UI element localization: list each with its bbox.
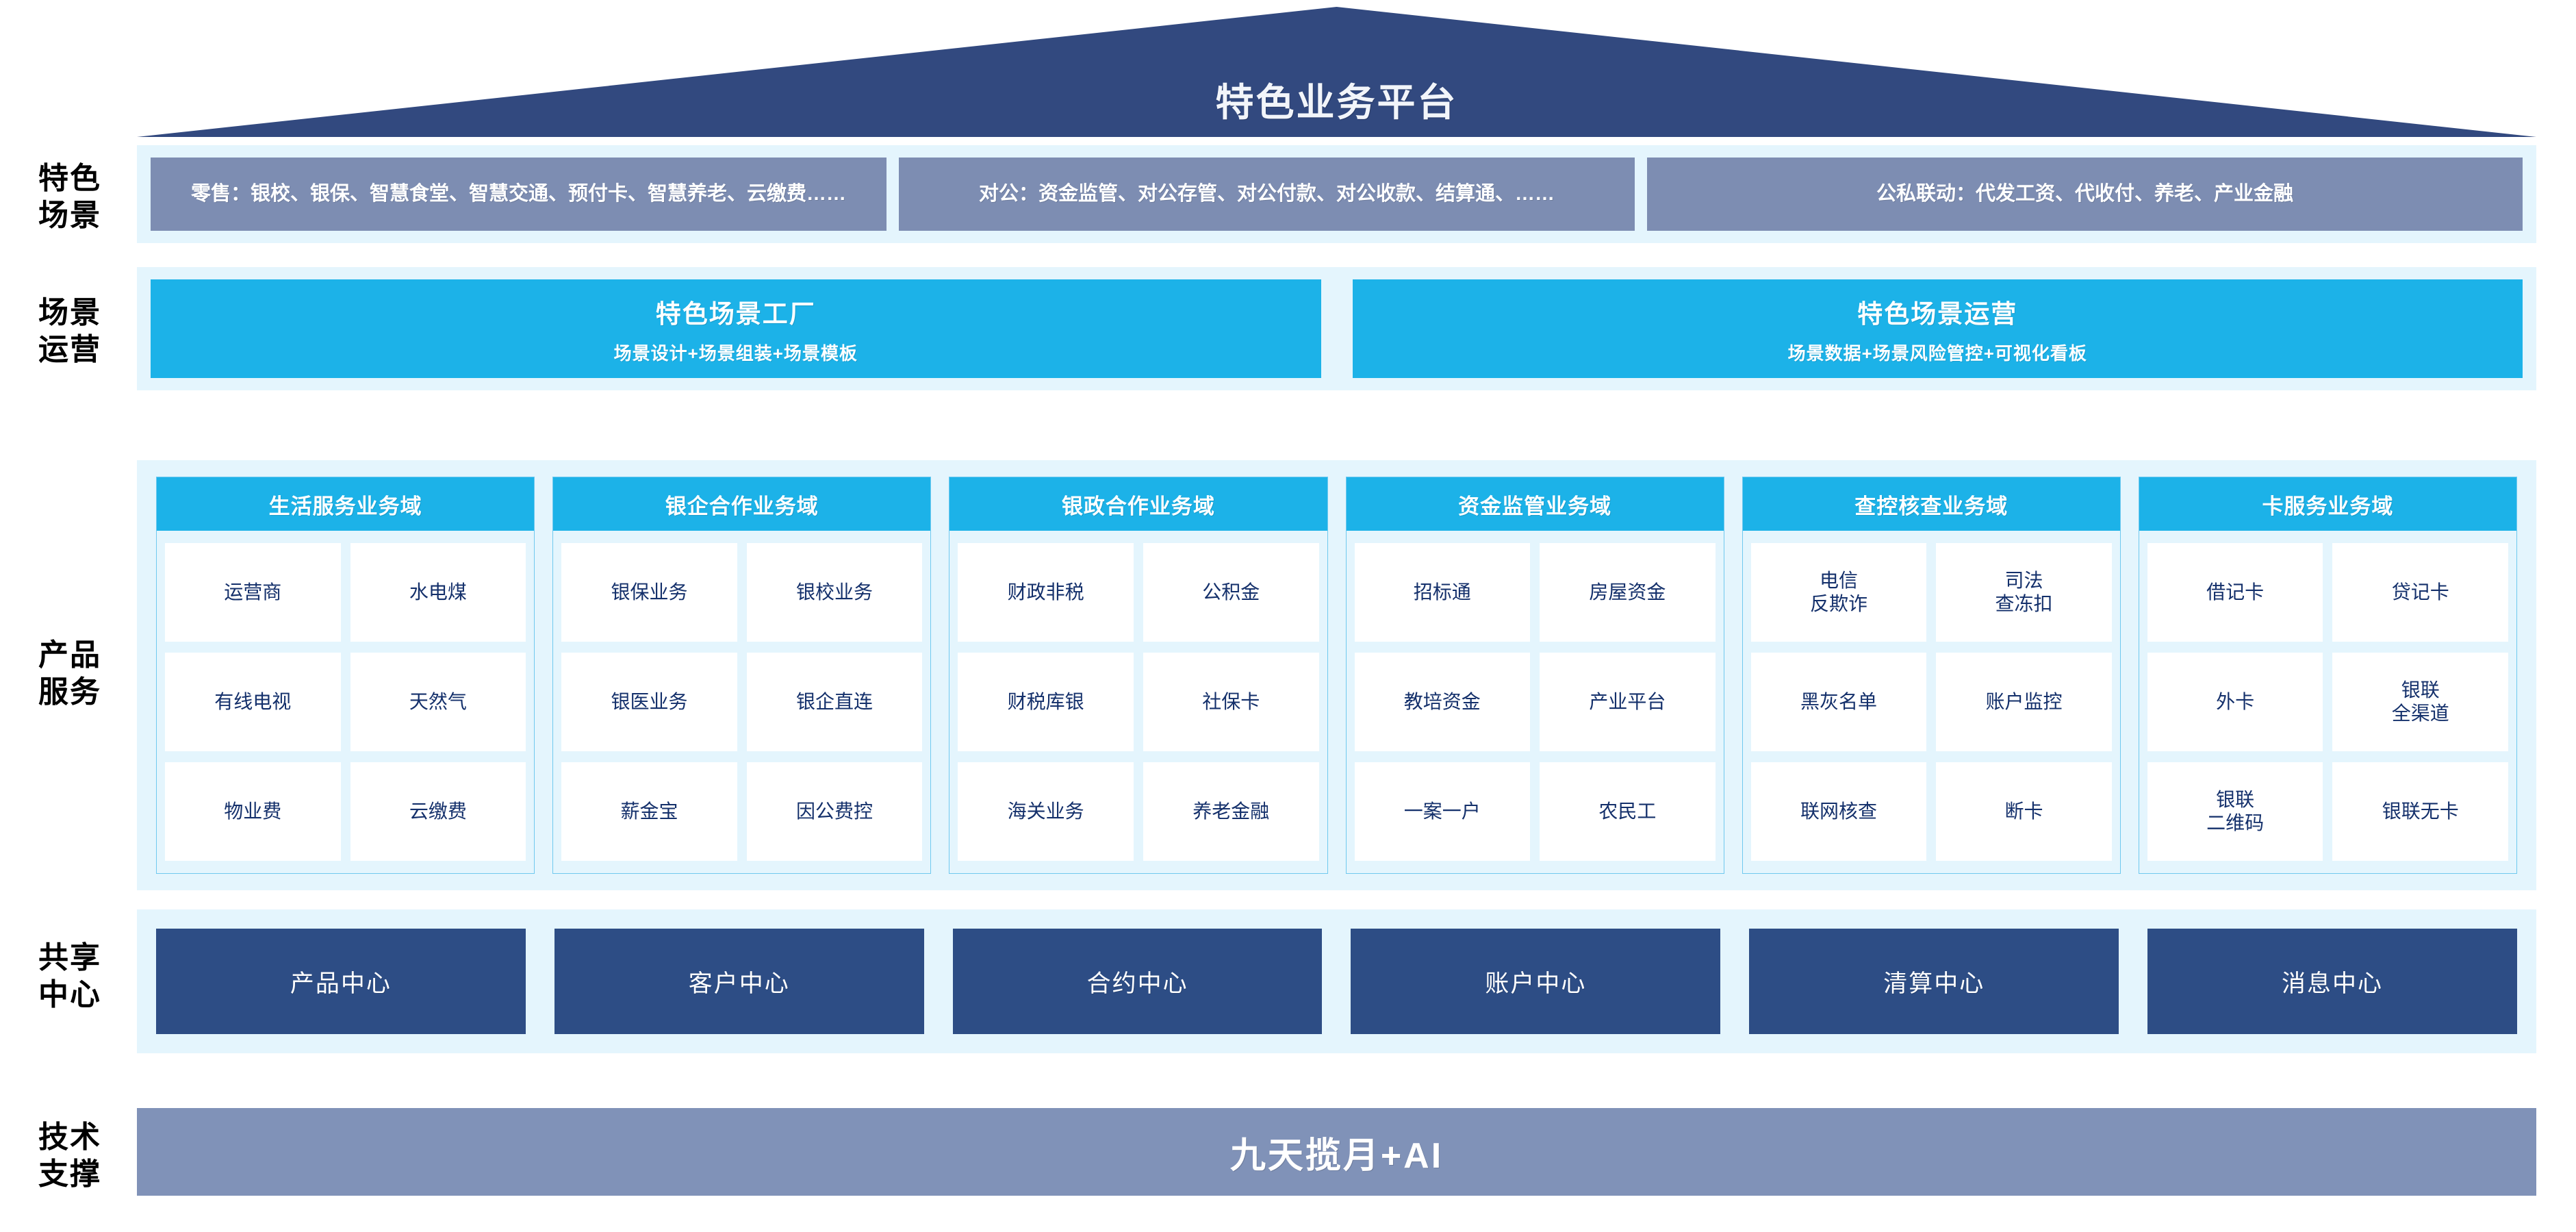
domain-cell-grid: 借记卡贷记卡外卡银联 全渠道银联 二维码银联无卡 (2139, 531, 2516, 873)
shared-center-box[interactable]: 产品中心 (156, 929, 526, 1034)
ops-box-scene-operation[interactable]: 特色场景运营 场景数据+场景风险管控+可视化看板 (1352, 279, 2523, 378)
domain-cell[interactable]: 公积金 (1143, 543, 1319, 642)
domain-cell[interactable]: 教培资金 (1354, 653, 1531, 751)
domain-cell[interactable]: 天然气 (350, 653, 526, 751)
scene-box-linkage[interactable]: 公私联动：代发工资、代收付、养老、产业金融 (1647, 158, 2523, 231)
domain-cell[interactable]: 账户监控 (1936, 653, 2112, 751)
domain-cell[interactable]: 借记卡 (2147, 543, 2323, 642)
domain-cell[interactable]: 养老金融 (1143, 762, 1319, 861)
domain-cell[interactable]: 物业费 (165, 762, 341, 861)
domain-cell[interactable]: 一案一户 (1354, 762, 1531, 861)
domain-cell[interactable]: 水电煤 (350, 543, 526, 642)
domain-cell[interactable]: 银企直连 (746, 653, 923, 751)
domain-cell[interactable]: 断卡 (1936, 762, 2112, 861)
domain-column: 查控核查业务域电信 反欺诈司法 查冻扣黑灰名单账户监控联网核查断卡 (1742, 477, 2121, 874)
domain-cell-grid: 电信 反欺诈司法 查冻扣黑灰名单账户监控联网核查断卡 (1743, 531, 2120, 873)
shared-center-box[interactable]: 清算中心 (1749, 929, 2119, 1034)
shared-center-box[interactable]: 消息中心 (2147, 929, 2517, 1034)
domain-header[interactable]: 生活服务业务域 (157, 477, 535, 531)
domain-cell-grid: 财政非税公积金财税库银社保卡海关业务养老金融 (949, 531, 1327, 873)
domain-cell[interactable]: 房屋资金 (1540, 543, 1716, 642)
shared-center-box[interactable]: 账户中心 (1351, 929, 1721, 1034)
domain-cell[interactable]: 财政非税 (958, 543, 1134, 642)
domain-cell[interactable]: 银保业务 (561, 543, 737, 642)
ops-title: 特色场景运营 (1857, 299, 2018, 328)
row-label-technology: 技术 支撑 (38, 1120, 101, 1191)
domain-header[interactable]: 资金监管业务域 (1346, 477, 1724, 531)
domain-cell[interactable]: 外卡 (2147, 653, 2323, 751)
band-featured-scenes: 零售：银校、银保、智慧食堂、智慧交通、预付卡、智慧养老、云缴费…… 对公：资金监… (137, 145, 2536, 243)
band-technology-support: 九天揽月+AI (137, 1108, 2536, 1196)
domain-cell[interactable]: 有线电视 (165, 653, 341, 751)
domain-header[interactable]: 查控核查业务域 (1742, 477, 2120, 531)
domain-cell[interactable]: 海关业务 (958, 762, 1134, 861)
platform-title: 特色业务平台 (1215, 81, 1458, 124)
domain-cell[interactable]: 司法 查冻扣 (1936, 543, 2112, 642)
domain-column: 银企合作业务域银保业务银校业务银医业务银企直连薪金宝因公费控 (552, 477, 932, 874)
domain-cell[interactable]: 薪金宝 (561, 762, 737, 861)
domain-cell[interactable]: 农民工 (1540, 762, 1716, 861)
ops-box-scene-factory[interactable]: 特色场景工厂 场景设计+场景组装+场景模板 (151, 279, 1321, 378)
domain-cell[interactable]: 联网核查 (1750, 762, 1927, 861)
domain-cell[interactable]: 运营商 (165, 543, 341, 642)
domain-cell[interactable]: 财税库银 (958, 653, 1134, 751)
domain-column: 卡服务业务域借记卡贷记卡外卡银联 全渠道银联 二维码银联无卡 (2138, 477, 2518, 874)
row-label-centers: 共享 中心 (38, 941, 101, 1011)
domain-cell[interactable]: 社保卡 (1143, 653, 1319, 751)
scene-box-corporate[interactable]: 对公：资金监管、对公存管、对公付款、对公收款、结算通、…… (899, 158, 1635, 231)
row-label-scenes: 特色 场景 (38, 162, 101, 232)
domain-cell[interactable]: 招标通 (1354, 543, 1531, 642)
domain-header[interactable]: 银企合作业务域 (553, 477, 931, 531)
domain-column: 生活服务业务域运营商水电煤有线电视天然气物业费云缴费 (156, 477, 535, 874)
ops-subtitle: 场景设计+场景组装+场景模板 (613, 342, 858, 364)
domain-header[interactable]: 卡服务业务域 (2139, 477, 2517, 531)
domain-cell-grid: 运营商水电煤有线电视天然气物业费云缴费 (157, 531, 534, 873)
platform-roof: 特色业务平台 (137, 7, 2536, 137)
domain-cell-grid: 招标通房屋资金教培资金产业平台一案一户农民工 (1347, 531, 1724, 873)
domain-cell[interactable]: 银联无卡 (2332, 762, 2509, 861)
domain-cell[interactable]: 产业平台 (1540, 653, 1716, 751)
scene-box-retail[interactable]: 零售：银校、银保、智慧食堂、智慧交通、预付卡、智慧养老、云缴费…… (151, 158, 887, 231)
domain-cell[interactable]: 黑灰名单 (1750, 653, 1927, 751)
domain-cell[interactable]: 电信 反欺诈 (1750, 543, 1927, 642)
domain-cell[interactable]: 因公费控 (746, 762, 923, 861)
domain-cell[interactable]: 贷记卡 (2332, 543, 2509, 642)
domain-column: 银政合作业务域财政非税公积金财税库银社保卡海关业务养老金融 (949, 477, 1328, 874)
domain-header[interactable]: 银政合作业务域 (949, 477, 1327, 531)
technology-platform-label: 九天揽月+AI (1229, 1135, 1444, 1176)
ops-title: 特色场景工厂 (655, 299, 816, 328)
band-scene-operations: 特色场景工厂 场景设计+场景组装+场景模板 特色场景运营 场景数据+场景风险管控… (137, 267, 2536, 390)
domain-cell[interactable]: 云缴费 (350, 762, 526, 861)
domain-column: 资金监管业务域招标通房屋资金教培资金产业平台一案一户农民工 (1345, 477, 1724, 874)
domain-cell[interactable]: 银校业务 (746, 543, 923, 642)
shared-center-box[interactable]: 客户中心 (554, 929, 924, 1034)
domain-cell[interactable]: 银联 全渠道 (2332, 653, 2509, 751)
ops-subtitle: 场景数据+场景风险管控+可视化看板 (1787, 342, 2087, 364)
row-label-products: 产品 服务 (38, 638, 101, 709)
shared-center-box[interactable]: 合约中心 (952, 929, 1323, 1034)
band-product-services: 生活服务业务域运营商水电煤有线电视天然气物业费云缴费银企合作业务域银保业务银校业… (137, 460, 2536, 890)
domain-cell[interactable]: 银联 二维码 (2147, 762, 2323, 861)
row-label-operations: 场景 运营 (38, 296, 101, 366)
domain-cell[interactable]: 银医业务 (561, 653, 737, 751)
domain-cell-grid: 银保业务银校业务银医业务银企直连薪金宝因公费控 (553, 531, 930, 873)
band-shared-centers: 产品中心客户中心合约中心账户中心清算中心消息中心 (137, 909, 2536, 1053)
